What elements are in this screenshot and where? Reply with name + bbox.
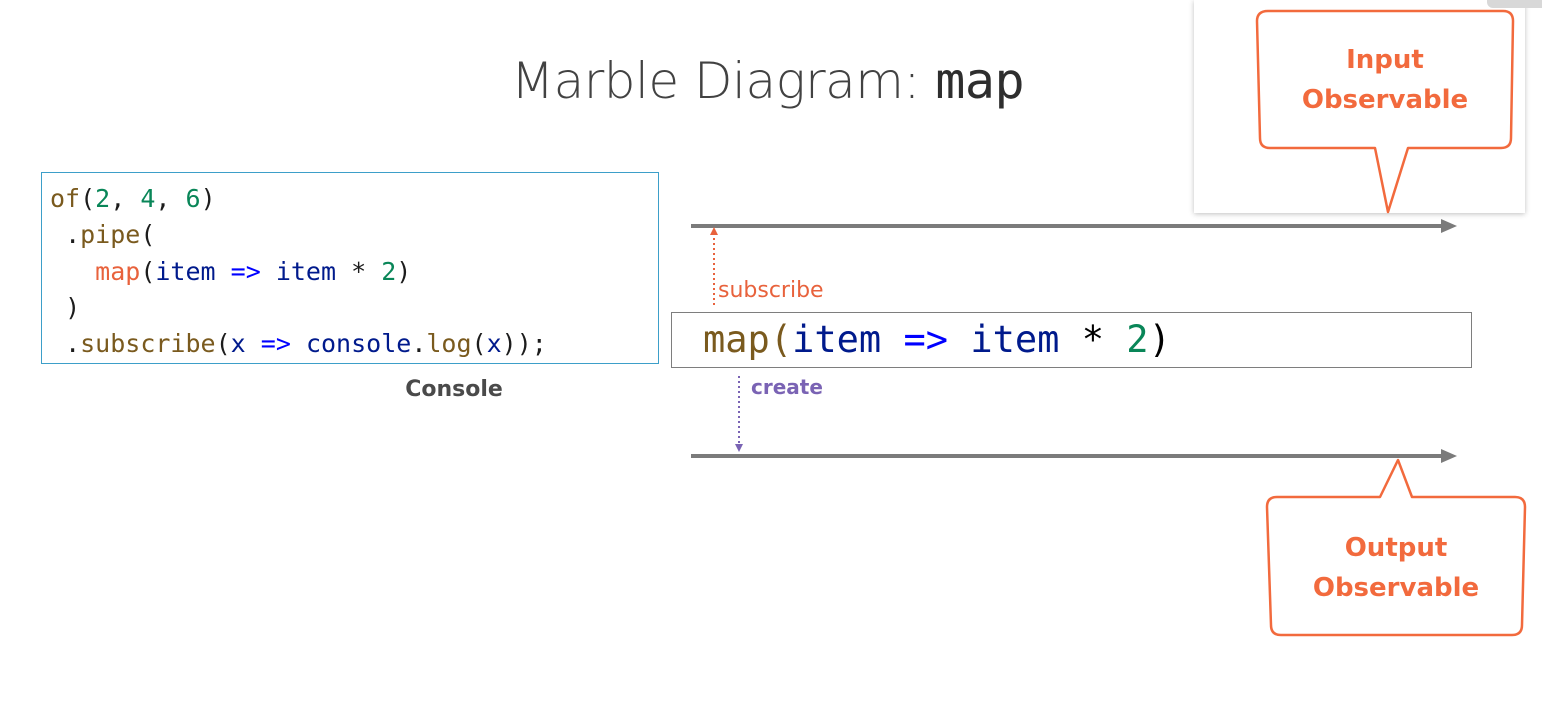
input-observable-label: Input Observable <box>1301 45 1469 115</box>
code-of: of <box>50 184 81 213</box>
output-timeline <box>691 449 1457 463</box>
console-label: Console <box>405 377 503 402</box>
title-operator: map <box>935 52 1025 110</box>
code-map: map <box>95 256 141 286</box>
title-text: Marble Diagram: <box>510 52 920 110</box>
code-snippet: of(2, 4, 6) .pipe( map(item => item * 2)… <box>50 184 547 359</box>
code-pipe: pipe <box>80 220 141 250</box>
create-arrow <box>735 376 743 452</box>
subscribe-label: subscribe <box>718 278 824 303</box>
corner-tab <box>1487 0 1542 8</box>
subscribe-arrow <box>710 227 718 305</box>
code-editor-box: of(2, 4, 6) .pipe( map(item => item * 2)… <box>41 172 659 364</box>
code-subscribe: subscribe <box>80 329 216 359</box>
slide-title: Marble Diagram: map <box>0 52 1535 110</box>
input-callout-bubble <box>1255 9 1515 214</box>
output-callout-bubble <box>1265 458 1527 637</box>
create-label: create <box>751 375 823 399</box>
map-operator-box: map(item => item * 2) <box>671 312 1472 368</box>
input-timeline <box>691 219 1457 233</box>
output-observable-label: Output Observable <box>1312 533 1480 603</box>
operator-code: map(item => item * 2) <box>703 318 1171 361</box>
